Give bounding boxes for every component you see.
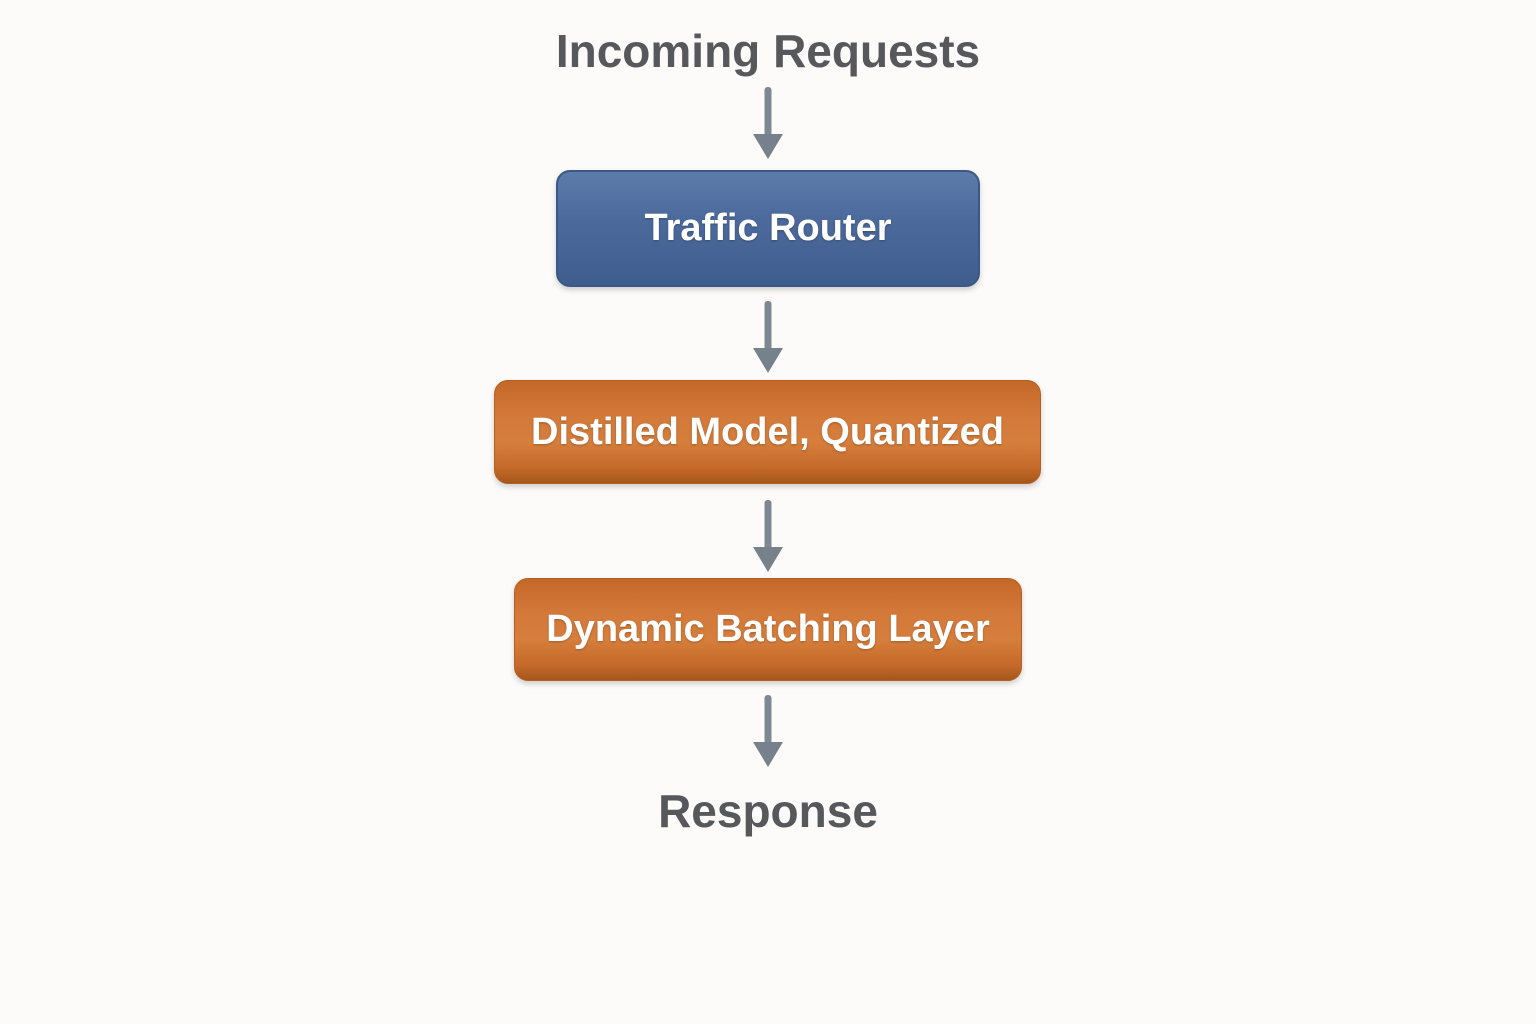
node-label: Traffic Router xyxy=(644,207,892,249)
flow-start-label: Incoming Requests xyxy=(555,25,981,77)
flow-end-label: Response xyxy=(658,785,878,837)
arrow-down-icon xyxy=(753,500,783,572)
node-dynamic-batching-layer: Dynamic Batching Layer xyxy=(514,578,1022,681)
arrow-down-icon xyxy=(753,695,783,767)
node-label: Distilled Model, Quantized xyxy=(531,410,1004,453)
arrow-down-icon xyxy=(753,87,783,159)
arrow-down-icon xyxy=(753,301,783,373)
node-traffic-router: Traffic Router xyxy=(556,170,980,287)
node-distilled-model-quantized: Distilled Model, Quantized xyxy=(494,380,1041,484)
node-label: Dynamic Batching Layer xyxy=(546,608,990,650)
